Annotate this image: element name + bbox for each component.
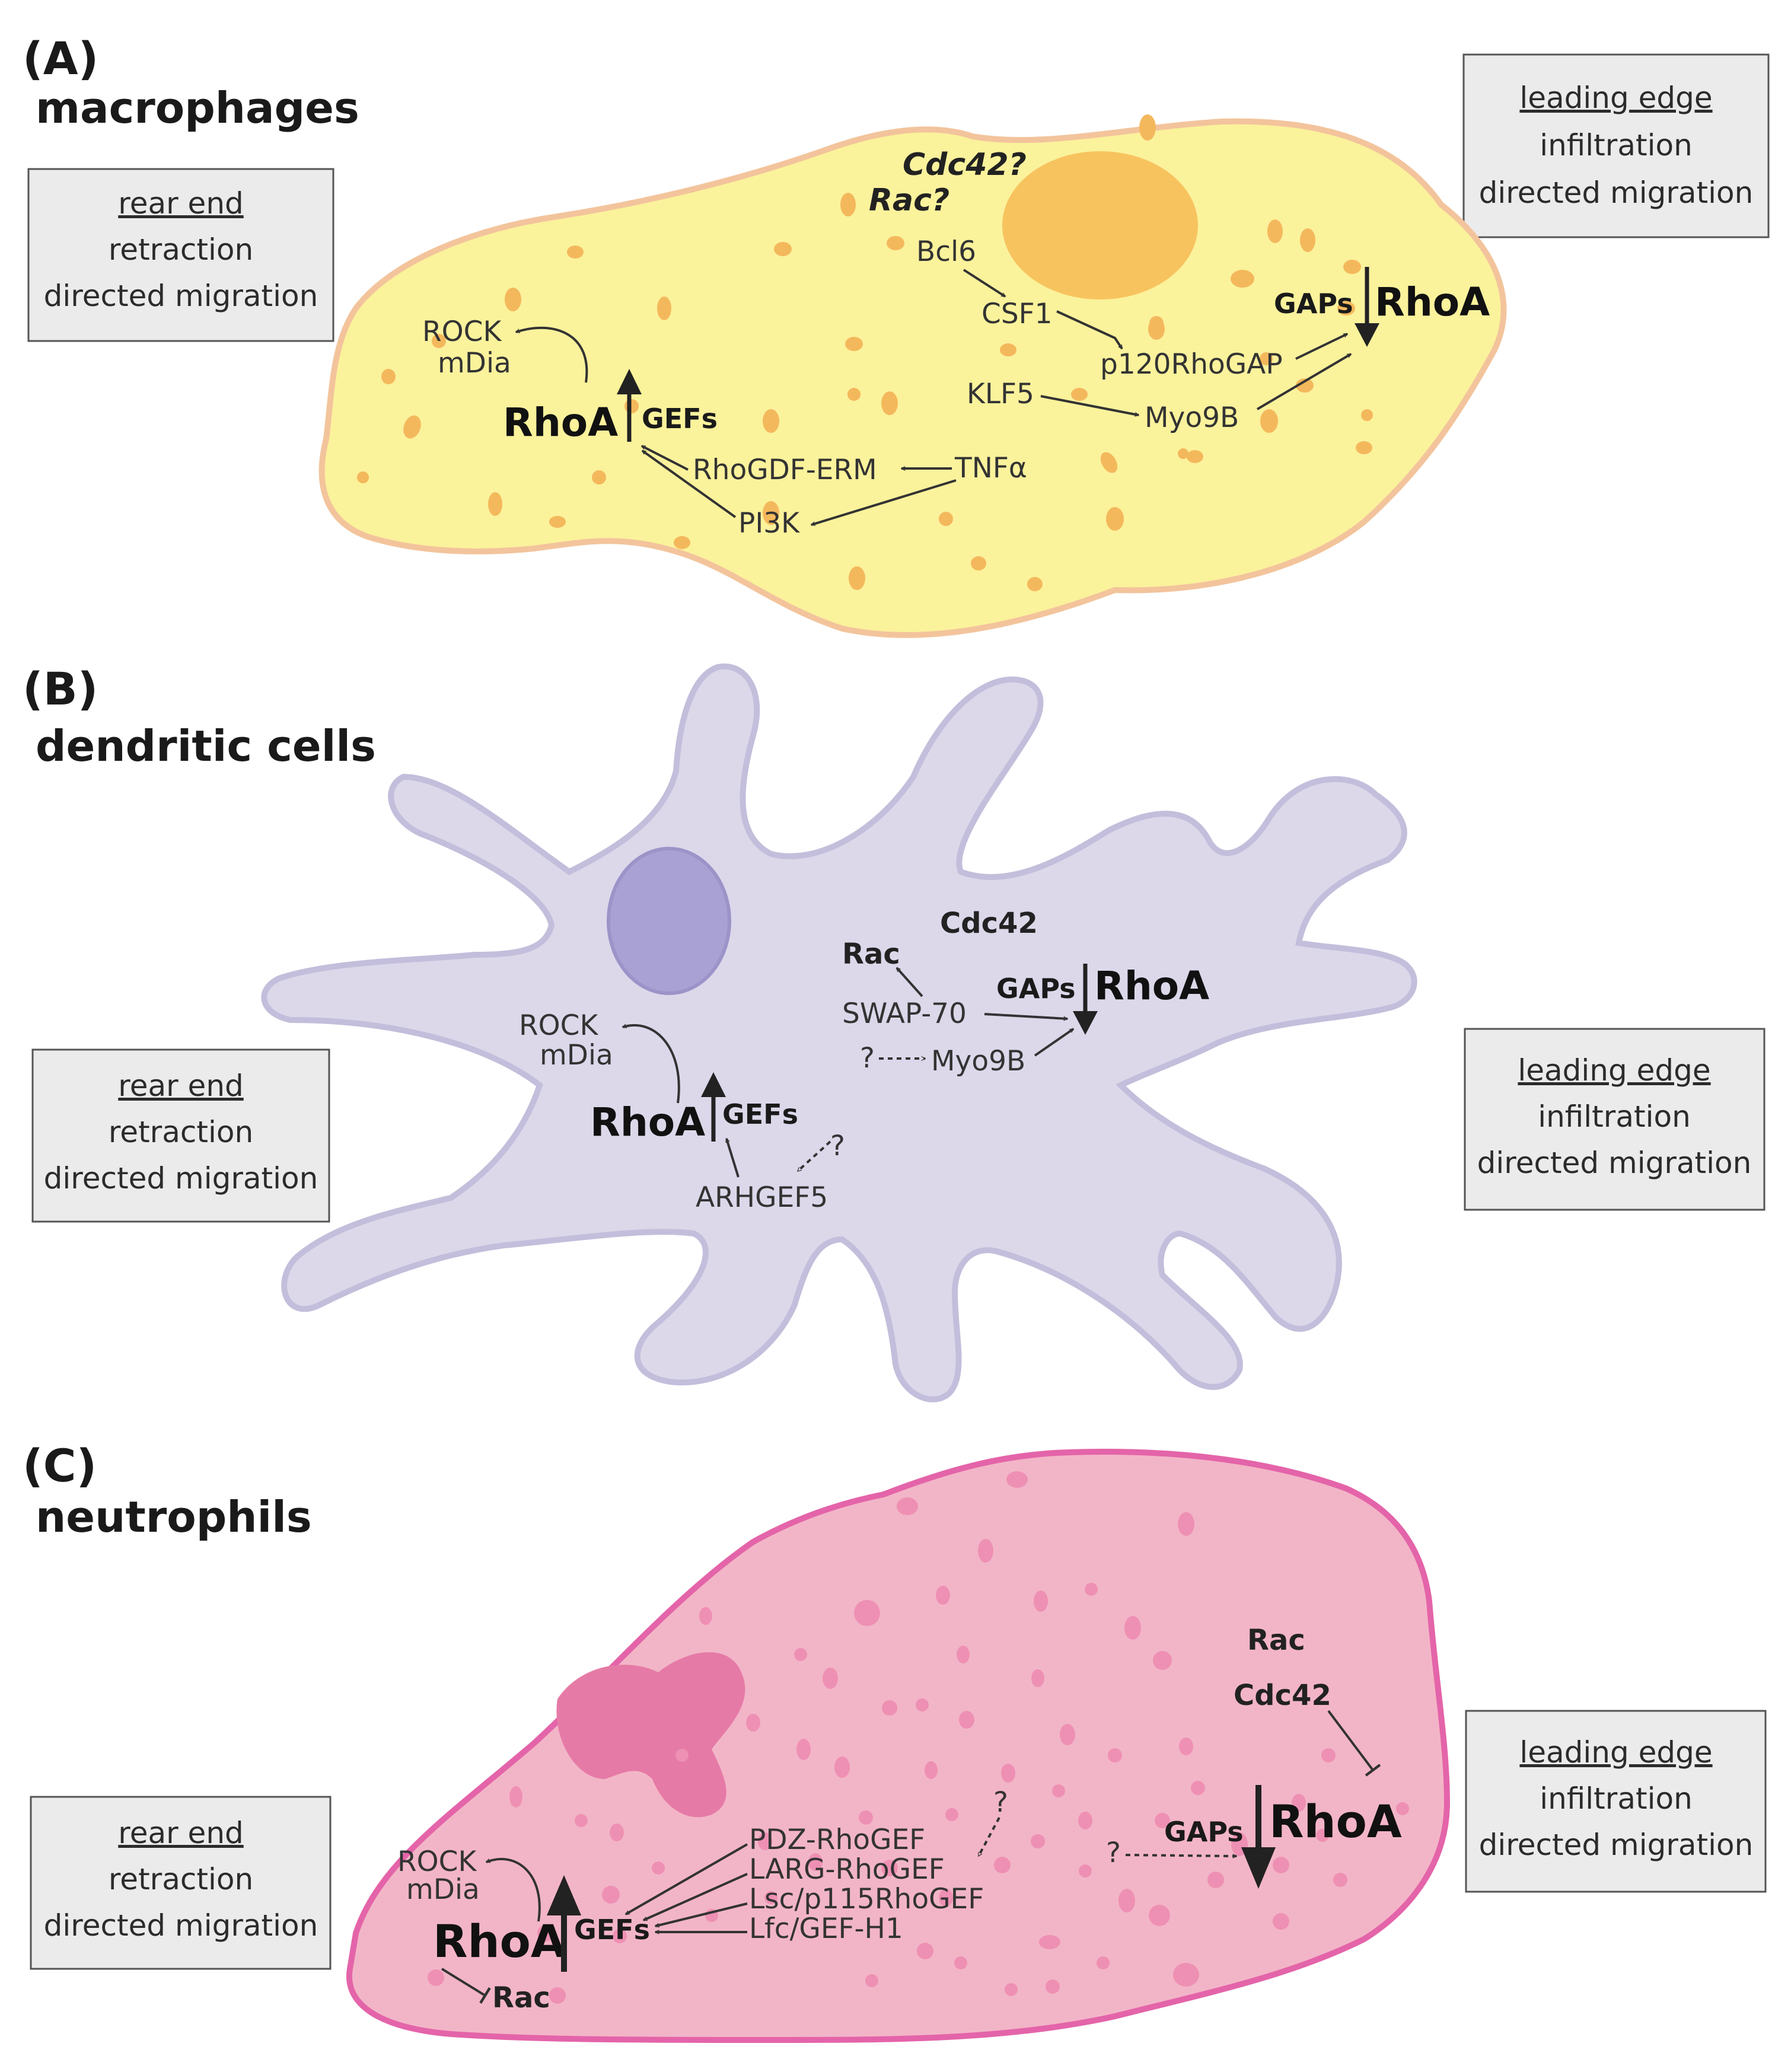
label-rac-rear: Rac [492,1981,550,2014]
label-question: ? [860,1042,875,1075]
label-rac: Rac [1247,1624,1305,1657]
box-line: retraction [109,1115,253,1149]
box-line: directed migration [44,1908,318,1943]
nucleus [1002,151,1198,299]
label-rock: ROCK [397,1845,477,1878]
leading-edge-box: leading edge infiltration directed migra… [1464,1028,1765,1211]
label-cdc42: Cdc42 [1234,1679,1331,1712]
box-line: retraction [109,1862,253,1896]
box-line: directed migration [1479,176,1754,210]
label-gaps: GAPs [1164,1816,1244,1848]
label-mdia: mDia [406,1873,480,1906]
label-rock: ROCK [422,315,502,348]
label-gefs: GEFs [722,1098,798,1130]
label-rhoa-leading: RhoA [1094,963,1209,1009]
panel-neutrophils: (C) neutrophils rear end retraction dire… [23,1439,1767,2043]
granules [357,114,1373,591]
rear-end-box: rear end retraction directed migration [27,168,334,342]
label-gaps: GAPs [996,973,1076,1005]
label-cdc42: Cdc42? [903,147,1027,183]
panel-macrophages: (A) macrophages rear end retraction dire… [23,32,1770,638]
box-line: infiltration [1538,1099,1691,1134]
box-line: retraction [109,232,253,267]
label-gaps: GAPs [1274,288,1353,320]
panel-title: dendritic cells [36,721,376,771]
box-line: directed migration [44,1161,318,1196]
macrophage-cell [318,118,1507,638]
label-pdz-rhogef: PDZ-RhoGEF [749,1824,925,1856]
label-gefs: GEFs [574,1914,650,1946]
label-mdia: mDia [540,1039,613,1072]
label-rock: ROCK [519,1009,598,1042]
label-rac: Rac? [869,183,949,218]
label-question: ? [1106,1837,1121,1869]
panel-letter: (C) [23,1439,97,1492]
up-arrow-gefs [547,1875,581,1972]
dendritic-cell [261,663,1417,1402]
arrows [623,967,1073,1178]
label-question: ? [993,1786,1008,1819]
nucleus [556,1652,745,1818]
label-lsc-p115rhogef: Lsc/p115RhoGEF [749,1883,984,1915]
label-p120rhogap: p120RhoGAP [1100,348,1283,381]
box-title: leading edge [1519,1735,1712,1770]
rear-end-box: rear end retraction directed migration [30,1796,332,1970]
label-mdia: mDia [438,347,511,380]
rear-end-box: rear end retraction directed migration [31,1048,330,1223]
label-swap70: SWAP-70 [842,997,967,1030]
label-arhgef5: ARHGEF5 [696,1181,828,1214]
up-arrow-gefs [701,1072,726,1142]
panel-dendritic-cells: (B) dendritic cells rear end retraction … [23,662,1765,1402]
panel-title: macrophages [36,83,359,133]
panel-letter: (A) [23,32,98,85]
label-question: ? [830,1130,845,1162]
down-arrow-gaps [1241,1785,1276,1889]
down-arrow-gaps [1355,267,1379,347]
label-myo9b: Myo9B [931,1045,1025,1078]
box-title: rear end [118,186,244,221]
box-title: leading edge [1518,1053,1710,1088]
box-line: infiltration [1540,128,1693,162]
label-cdc42: Cdc42 [940,907,1038,940]
label-myo9b: Myo9B [1145,401,1239,434]
label-rhoa-rear: RhoA [590,1099,705,1145]
box-line: directed migration [1479,1828,1754,1862]
box-line: infiltration [1540,1781,1693,1816]
leading-edge-box: leading edge infiltration directed migra… [1465,1710,1767,1893]
label-csf1: CSF1 [981,298,1053,330]
label-bcl6: Bcl6 [916,235,976,268]
label-rhoa-leading: RhoA [1269,1795,1402,1848]
box-title: leading edge [1519,81,1712,115]
down-arrow-gaps [1073,964,1098,1035]
granules [428,1471,1409,2004]
neutrophil-cell [346,1449,1451,2043]
label-rhoa-leading: RhoA [1375,279,1490,325]
panel-title: neutrophils [36,1492,312,1542]
box-line: directed migration [1477,1146,1752,1180]
up-arrow-gefs [617,369,642,442]
label-lfc-gef-h1: Lfc/GEF-H1 [749,1912,903,1945]
panel-letter: (B) [23,662,98,715]
box-title: rear end [118,1816,244,1850]
nucleus [607,847,731,995]
box-title: rear end [118,1069,244,1103]
arrows [441,1710,1381,2004]
box-line: directed migration [44,279,318,313]
label-rac: Rac [842,938,900,971]
label-klf5: KLF5 [967,378,1034,410]
label-pi3k: PI3K [738,507,800,540]
leading-edge-box: leading edge infiltration directed migra… [1462,53,1770,238]
label-tnfa: TNFα [954,452,1027,484]
arrows [516,269,1351,525]
label-gefs: GEFs [642,403,718,435]
label-larg-rhogef: LARG-RhoGEF [749,1853,945,1886]
label-rhoa-rear: RhoA [503,400,618,445]
label-rhogdf-erm: RhoGDF-ERM [693,454,877,486]
label-rhoa-rear: RhoA [433,1915,566,1968]
